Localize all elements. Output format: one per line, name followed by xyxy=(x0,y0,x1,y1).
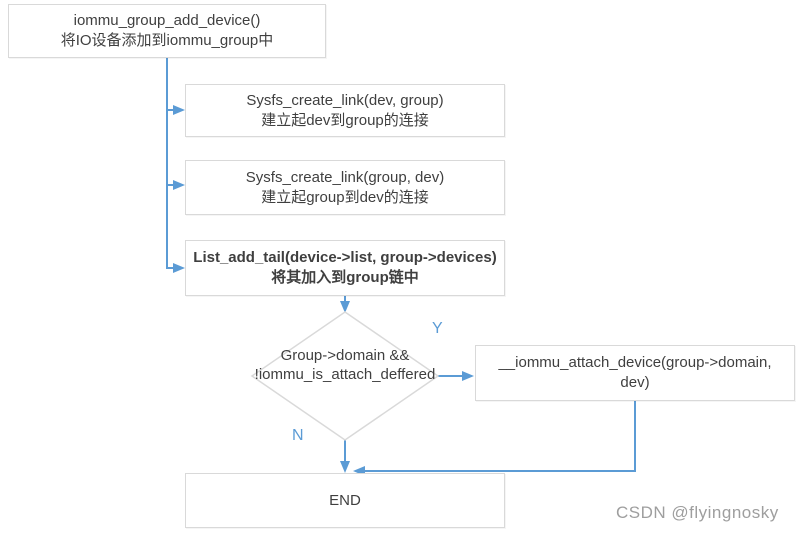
branch-label-no: N xyxy=(292,427,304,444)
connector-attach-to-end xyxy=(353,401,636,476)
node-iommu-attach-device: __iommu_attach_device(group->domain, dev… xyxy=(475,345,795,401)
node-end-label: END xyxy=(329,491,361,509)
node-sysfs-dev-group-function: Sysfs_create_link(dev, group) xyxy=(246,91,444,109)
node-start: iommu_group_add_device() 将IO设备添加到iommu_g… xyxy=(8,4,326,58)
connector-start-to-list-add-tail xyxy=(166,58,185,273)
node-sysfs-create-link-group-dev: Sysfs_create_link(group, dev) 建立起group到d… xyxy=(185,160,505,215)
branch-label-yes: Y xyxy=(432,320,443,337)
node-sysfs-create-link-dev-group: Sysfs_create_link(dev, group) 建立起dev到gro… xyxy=(185,84,505,137)
decision-diamond-shape xyxy=(250,311,440,441)
node-sysfs-dev-group-description: 建立起dev到group的连接 xyxy=(261,111,429,129)
decision-condition-text: Group->domain && !iommu_is_attach_deffer… xyxy=(254,347,436,383)
csdn-watermark: CSDN @flyingnosky xyxy=(616,503,779,522)
node-end: END xyxy=(185,473,505,528)
node-sysfs-group-dev-description: 建立起group到dev的连接 xyxy=(261,188,429,206)
node-list-add-tail-function: List_add_tail(device->list, group->devic… xyxy=(193,249,497,266)
node-list-add-tail: List_add_tail(device->list, group->devic… xyxy=(185,240,505,296)
node-sysfs-group-dev-function: Sysfs_create_link(group, dev) xyxy=(245,168,445,186)
node-start-description: 将IO设备添加到iommu_group中 xyxy=(60,32,274,49)
node-start-function: iommu_group_add_device() xyxy=(73,12,261,29)
node-list-add-tail-description: 将其加入到group链中 xyxy=(271,269,419,286)
node-attach-function: __iommu_attach_device(group->domain, dev… xyxy=(498,354,772,391)
